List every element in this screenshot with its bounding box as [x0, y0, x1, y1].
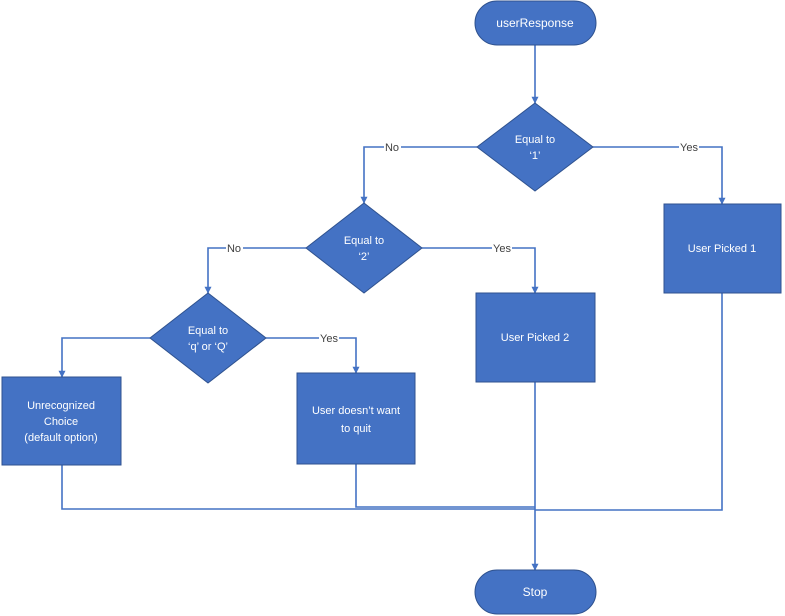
decision-q-line-2: ‘q’ or ‘Q’: [188, 341, 228, 353]
decision-2-line-2: ‘2’: [358, 251, 369, 263]
decision-q-diamond: [149, 292, 267, 384]
decision-equal-to-2: Equal to ‘2’: [305, 202, 423, 294]
start-terminal: userResponse: [474, 0, 597, 46]
decision-equal-to-q: Equal to ‘q’ or ‘Q’: [149, 292, 267, 384]
unrecognized-line-2: Choice: [44, 416, 78, 428]
picked-2-box: [475, 292, 596, 383]
decision-2-line-1: Equal to: [344, 235, 384, 247]
picked-2-label: User Picked 2: [501, 332, 569, 344]
connector-decision-q-no: [58, 337, 150, 378]
connector-decision-1-no: [360, 146, 477, 204]
connector-decision-2-yes: [422, 247, 539, 294]
connectors: [58, 45, 726, 571]
decision-1-line-1: Equal to: [515, 134, 555, 146]
decision-q-line-1: Equal to: [188, 325, 228, 337]
stop-terminal-shape: [474, 569, 597, 615]
process-unrecognized-choice: Unrecognized Choice (default option): [1, 376, 122, 466]
edge-label-decision-1-yes: Yes: [680, 142, 698, 154]
unrecognized-line-1: Unrecognized: [27, 400, 95, 412]
unrecognized-line-3: (default option): [24, 432, 97, 444]
decision-1-diamond: [476, 102, 594, 192]
connector-quit-no-to-stop: [355, 464, 535, 508]
process-user-picked-2: User Picked 2: [475, 292, 596, 383]
edge-label-decision-2-no: No: [227, 243, 241, 255]
decision-1-line-2: ‘1’: [529, 150, 540, 162]
quit-no-line-2: to quit: [341, 423, 371, 435]
quit-no-box: [296, 372, 416, 465]
connector-unrecognized-to-stop: [61, 465, 535, 510]
process-user-picked-1: User Picked 1: [663, 203, 782, 294]
stop-terminal: Stop: [474, 569, 597, 615]
process-user-doesnt-want-to-quit: User doesn’t want to quit: [296, 372, 416, 465]
unrecognized-box: [1, 376, 122, 466]
decision-2-diamond: [305, 202, 423, 294]
edge-label-decision-q-yes: Yes: [320, 333, 338, 345]
picked-1-box: [663, 203, 782, 294]
connector-decision-1-yes: [593, 146, 726, 205]
connector-decision-2-no: [204, 247, 306, 294]
stop-terminal-label: Stop: [523, 585, 548, 599]
connector-decision-q-yes: [266, 337, 360, 374]
quit-no-line-1: User doesn’t want: [312, 405, 400, 417]
connector-picked-1-to-stop: [535, 293, 723, 511]
picked-1-label: User Picked 1: [688, 243, 756, 255]
start-terminal-label: userResponse: [496, 16, 574, 30]
decision-equal-to-1: Equal to ‘1’: [476, 102, 594, 192]
edge-label-decision-2-yes: Yes: [493, 243, 511, 255]
start-terminal-shape: [474, 0, 597, 46]
edge-labels: No Yes No Yes Yes: [226, 141, 699, 345]
edge-label-decision-1-no: No: [385, 142, 399, 154]
